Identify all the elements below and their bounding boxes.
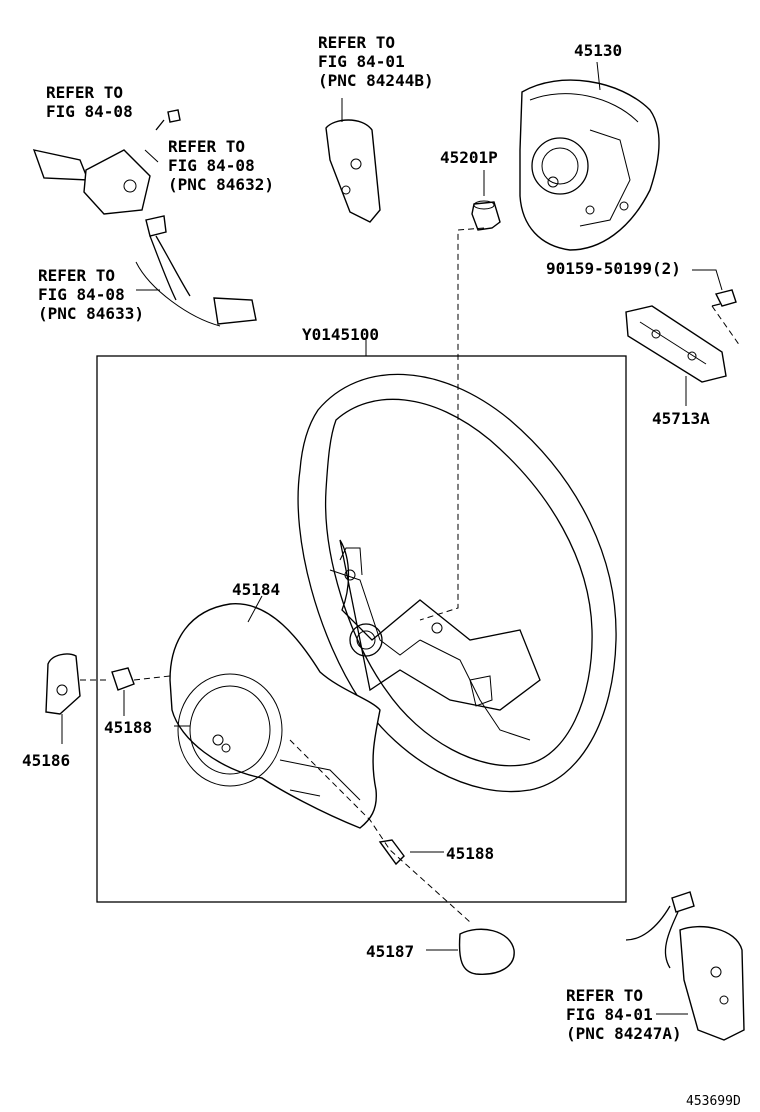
- combination-switch-drawing: [32, 109, 257, 327]
- figure-id: 453699D: [686, 1094, 741, 1109]
- label-ref-84-08-pnc84633-line2: FIG 84-08: [38, 285, 125, 304]
- label-ref-84-01-pnc84247a-line2: FIG 84-01: [566, 1005, 653, 1024]
- label-90159-50199: 90159-50199(2): [546, 259, 681, 278]
- label-45130: 45130: [574, 41, 622, 60]
- screw-90159-drawing: [711, 289, 737, 307]
- switch-84244b-drawing: [325, 119, 381, 223]
- label-45186: 45186: [22, 751, 70, 770]
- label-ref-84-01-pnc84244b-line2: FIG 84-01: [318, 52, 405, 71]
- column-cover-45184-drawing: [169, 603, 381, 829]
- label-45188-left: 45188: [104, 718, 152, 737]
- label-45184: 45184: [232, 580, 280, 599]
- steering-wheel-drawing: [297, 373, 617, 793]
- switch-84247a-drawing: [625, 891, 745, 1041]
- label-ref-84-08-pnc84633-line3: (PNC 84633): [38, 304, 144, 323]
- label-ref-84-08-a-line2: FIG 84-08: [46, 102, 133, 121]
- cap-45187-drawing: [458, 928, 515, 975]
- bracket-45713a-drawing: [625, 305, 727, 383]
- label-ref-84-08-a-line1: REFER TO: [46, 83, 123, 102]
- cover-45186-drawing: [45, 653, 81, 715]
- label-y0145100: Y0145100: [302, 325, 379, 344]
- label-ref-84-08-pnc84632-line1: REFER TO: [168, 137, 245, 156]
- label-ref-84-08-pnc84632-line3: (PNC 84632): [168, 175, 274, 194]
- label-45201p: 45201P: [440, 148, 498, 167]
- label-45187: 45187: [366, 942, 414, 961]
- horn-pad-45130-drawing: [519, 79, 660, 251]
- label-45188-bottom: 45188: [446, 844, 494, 863]
- screw-45188-left-drawing: [111, 667, 135, 691]
- label-ref-84-01-pnc84247a-line3: (PNC 84247A): [566, 1024, 682, 1043]
- label-ref-84-08-pnc84632-line2: FIG 84-08: [168, 156, 255, 175]
- label-45713a: 45713A: [652, 409, 710, 428]
- assembly-frame: [96, 355, 627, 903]
- label-ref-84-01-pnc84244b-line1: REFER TO: [318, 33, 395, 52]
- label-ref-84-01-pnc84247a-line1: REFER TO: [566, 986, 643, 1005]
- bushing-45201p-drawing: [471, 200, 501, 231]
- label-ref-84-08-pnc84633-line1: REFER TO: [38, 266, 115, 285]
- label-ref-84-01-pnc84244b-line3: (PNC 84244B): [318, 71, 434, 90]
